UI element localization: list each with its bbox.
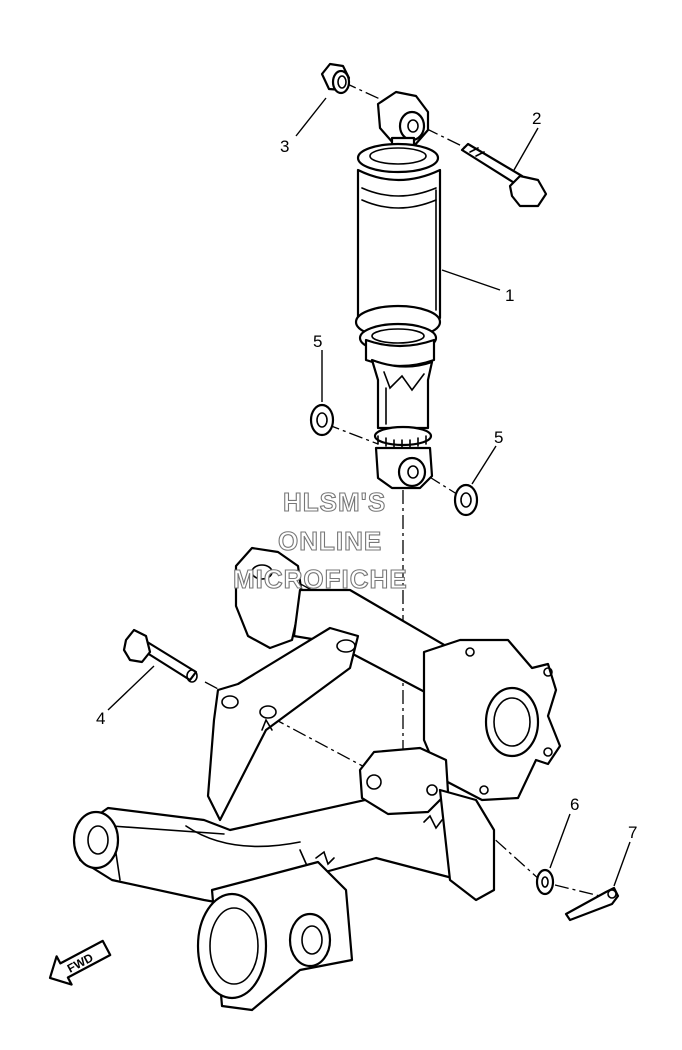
callout-5-left: 5: [313, 332, 322, 351]
bolt-part-2[interactable]: [460, 142, 548, 208]
washer-part-6[interactable]: [535, 868, 555, 896]
watermark-line-2: ONLINE: [277, 525, 383, 556]
washer-part-5-left[interactable]: [309, 403, 335, 437]
swingarm[interactable]: [72, 546, 562, 1012]
callout-3: 3: [280, 137, 289, 156]
washer-part-5-right[interactable]: [453, 483, 479, 517]
callout-2: 2: [532, 109, 541, 128]
fwd-arrow-icon: FWD: [48, 939, 112, 986]
watermark-line-1: HLSM'S: [282, 486, 387, 517]
cotter-pin-part-7[interactable]: [564, 886, 620, 922]
callout-6: 6: [570, 795, 579, 814]
leader-lines: [107, 97, 631, 887]
callouts: 3 2 1 5 5 4 6 7: [96, 109, 637, 842]
callout-7: 7: [628, 823, 637, 842]
callout-4: 4: [96, 709, 105, 728]
callout-1: 1: [505, 286, 514, 305]
callout-5-right: 5: [494, 428, 503, 447]
nut-part-3[interactable]: [320, 62, 351, 95]
watermark-line-3: MICROFICHE: [232, 563, 408, 594]
shock-absorber-part-1[interactable]: [354, 90, 442, 490]
pivot-bolt-part-4[interactable]: [122, 628, 198, 683]
